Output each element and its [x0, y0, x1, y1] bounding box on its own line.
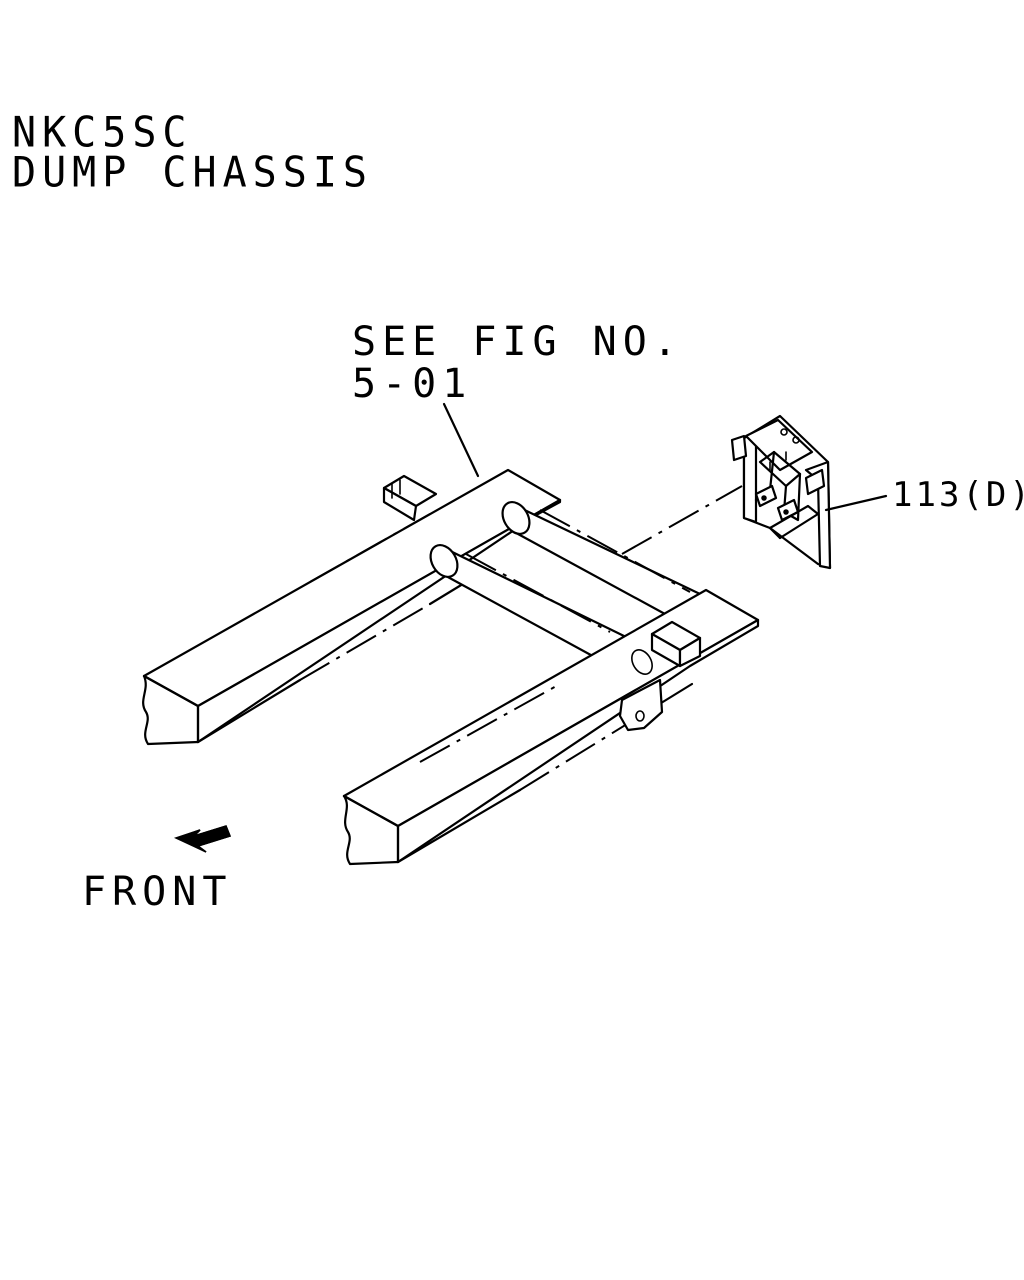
see-fig-leader-line — [442, 402, 480, 478]
part-113-bracket[interactable] — [730, 414, 832, 570]
see-fig-label: SEE FIG NO. — [352, 319, 683, 365]
left-frame-rail — [142, 468, 562, 746]
right-frame-rail — [342, 588, 760, 866]
front-direction-arrow — [173, 825, 231, 853]
diagram-title: DUMP CHASSIS — [12, 148, 373, 198]
front-label: FRONT — [82, 869, 233, 915]
part-number-label[interactable]: 113(D) — [892, 475, 1024, 515]
part-113-leader-line — [824, 494, 888, 512]
model-code: NKC5SC — [12, 108, 193, 158]
cross-member-tubes — [429, 501, 702, 662]
see-fig-number: 5-01 — [352, 361, 473, 407]
assembly-line — [621, 485, 743, 555]
